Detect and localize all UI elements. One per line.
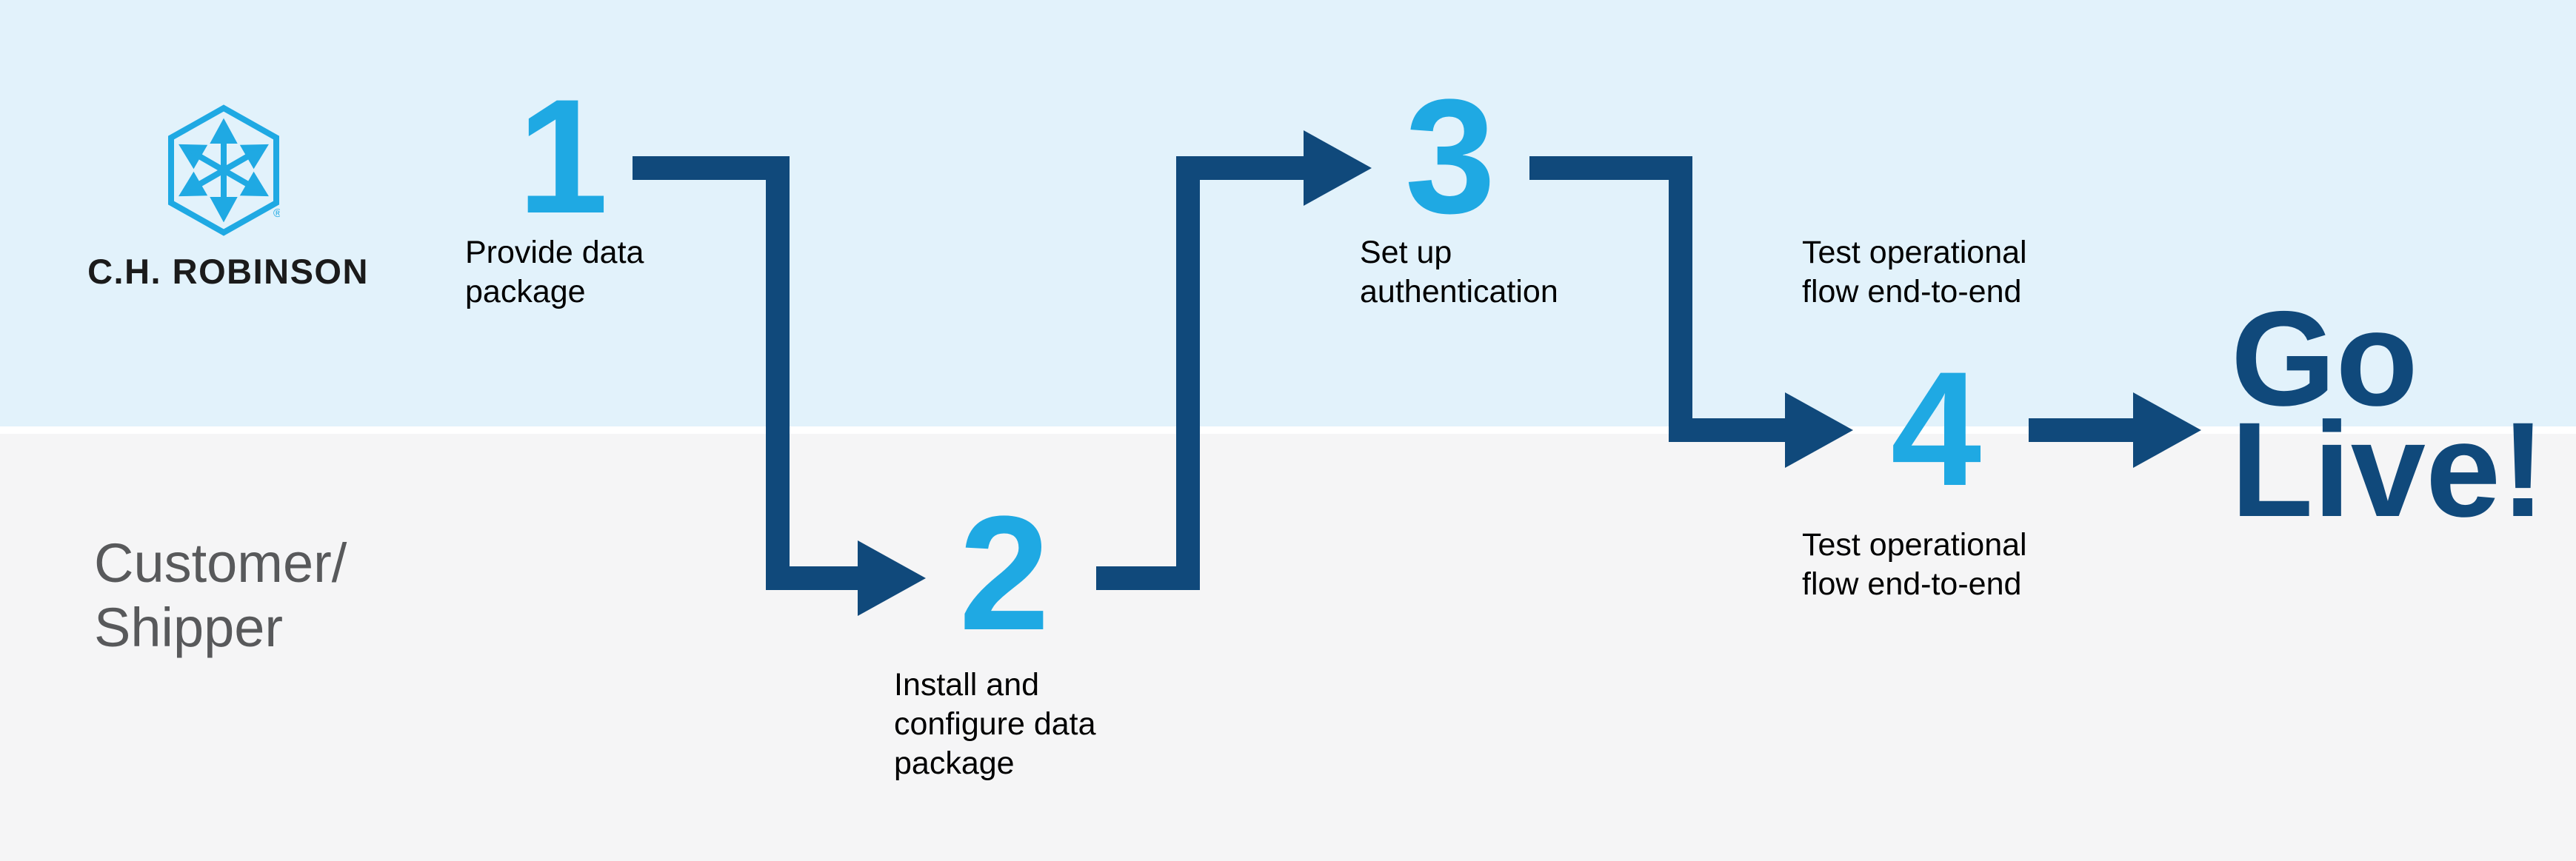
arrow-segment	[1176, 156, 1200, 590]
step-4-label-below-line2: flow end-to-end	[1802, 566, 2022, 602]
step-3-number: 3	[1404, 65, 1496, 247]
lane-label-line2: Shipper	[94, 597, 284, 658]
step-2-number: 2	[958, 482, 1050, 664]
step-4-label-above-line2: flow end-to-end	[1802, 274, 2022, 309]
chrobinson-wordmark: C.H. ROBINSON	[87, 252, 369, 291]
arrow-segment	[1529, 156, 1692, 180]
step-4-label-below-line1: Test operational	[1802, 527, 2027, 563]
arrow-segment	[1669, 418, 1787, 442]
step-2-label: Install and configure data package	[894, 666, 1096, 783]
go-live-line2: Live!	[2231, 394, 2546, 545]
arrow-segment	[766, 156, 790, 590]
step-4-label-above-line1: Test operational	[1802, 235, 2027, 270]
step-1-label: Provide data package	[465, 233, 644, 312]
arrowhead-icon	[1304, 130, 1372, 206]
registered-mark: ®	[273, 207, 280, 220]
step-1-label-line2: package	[465, 274, 586, 309]
step-1-number: 1	[517, 65, 609, 247]
step-4-label-above: Test operational flow end-to-end	[1802, 233, 2027, 312]
lane-label-line1: Customer/	[94, 532, 347, 594]
go-live-line1: Go	[2231, 283, 2418, 434]
step-2-label-line1: Install and	[894, 667, 1040, 703]
lane-divider	[0, 426, 2576, 434]
arrowhead-icon	[2133, 392, 2201, 468]
go-live-text: Go Live!	[2231, 283, 2546, 545]
arrow-segment	[633, 156, 790, 180]
step-4-label-below: Test operational flow end-to-end	[1802, 526, 2027, 604]
lane-label-customer-shipper: Customer/ Shipper	[94, 531, 347, 660]
arrow-segment	[1669, 156, 1692, 442]
arrow-segment	[766, 566, 862, 590]
step-3-label-line1: Set up	[1360, 235, 1452, 270]
arrowhead-icon	[858, 540, 926, 616]
step-3-label-line2: authentication	[1360, 274, 1558, 309]
step-4-number: 4	[1890, 338, 1982, 520]
arrowhead-icon	[1785, 392, 1853, 468]
step-2-label-line3: package	[894, 746, 1015, 781]
step-3-label: Set up authentication	[1360, 233, 1558, 312]
step-1-label-line1: Provide data	[465, 235, 644, 270]
lane-chrobinson-background	[0, 0, 2576, 426]
hexagon-cube-arrows-icon: ®	[168, 104, 280, 236]
arrow-segment	[1176, 156, 1305, 180]
step-2-label-line2: configure data	[894, 706, 1096, 742]
arrow-segment	[2029, 418, 2136, 442]
